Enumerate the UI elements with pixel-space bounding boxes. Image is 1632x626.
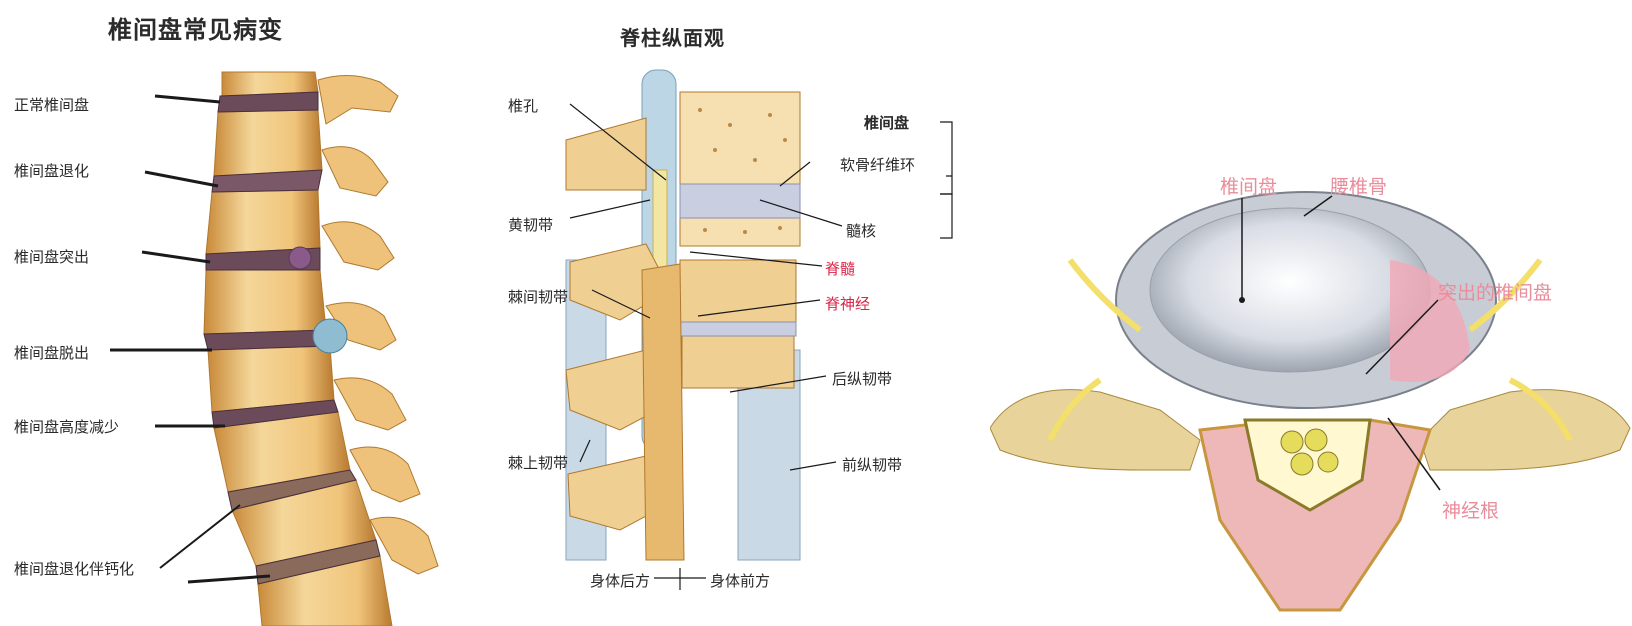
panel-vertebra-axial: 椎间盘 腰椎骨 突出的椎间盘 神经根 [990, 0, 1632, 626]
label-supraspinous-ligament: 棘上韧带 [508, 452, 568, 473]
panel1-title: 椎间盘常见病变 [108, 10, 283, 45]
disc-bulge-shape [289, 247, 311, 269]
panel-disc-lesions: 椎间盘常见病变 正常椎间盘 椎间盘退化 椎间盘突出 椎间盘脱出 椎间盘高度减少 … [0, 0, 470, 626]
label-disc-heading: 椎间盘 [864, 112, 909, 133]
label-disc-bulge: 椎间盘突出 [14, 246, 89, 267]
vertebra-axial-illustration [990, 0, 1632, 626]
label-body-posterior: 身体后方 [590, 570, 650, 591]
label-disc-calcification: 椎间盘退化伴钙化 [14, 558, 134, 579]
label-spinal-cord: 脊髓 [825, 258, 855, 279]
panel-spine-sagittal: 脊柱纵面观 椎孔 黄韧带 棘间韧带 棘上韧带 椎间盘 软骨纤维环 髓核 脊髓 脊… [470, 0, 990, 626]
label-interspinous-ligament: 棘间韧带 [508, 286, 568, 307]
label-herniated-disc: 突出的椎间盘 [1438, 278, 1552, 305]
label-normal-disc: 正常椎间盘 [14, 94, 89, 115]
label-disc-extrusion: 椎间盘脱出 [14, 342, 89, 363]
label-lumbar-vertebra: 腰椎骨 [1330, 172, 1387, 199]
pointer-dot [1239, 297, 1245, 303]
label-annulus-fibrosus: 软骨纤维环 [840, 154, 915, 175]
label-disc-degeneration: 椎间盘退化 [14, 160, 89, 181]
vertebral-body-blocks [680, 92, 800, 388]
label-spinal-nerve: 脊神经 [825, 293, 870, 314]
right-transverse-process [1420, 390, 1630, 470]
panel2-title: 脊柱纵面观 [620, 22, 725, 51]
label-nucleus-pulposus: 髓核 [846, 220, 876, 241]
disc-extrusion-shape [313, 319, 347, 353]
disc-nucleus-shape [1150, 208, 1430, 372]
left-transverse-process [990, 390, 1200, 470]
label-nerve-root: 神经根 [1442, 496, 1499, 523]
label-vertebral-foramen: 椎孔 [508, 95, 538, 116]
disc-shape [680, 184, 800, 218]
label-anterior-longitudinal-ligament: 前纵韧带 [842, 454, 902, 475]
spine-sagittal-illustration [470, 0, 990, 626]
label-posterior-longitudinal-ligament: 后纵韧带 [832, 368, 892, 389]
label-body-anterior: 身体前方 [710, 570, 770, 591]
label-disc-height-loss: 椎间盘高度减少 [14, 416, 119, 437]
disc-shape-lower [680, 322, 796, 336]
label-ligamentum-flavum: 黄韧带 [508, 214, 553, 235]
label-disc: 椎间盘 [1220, 172, 1277, 199]
